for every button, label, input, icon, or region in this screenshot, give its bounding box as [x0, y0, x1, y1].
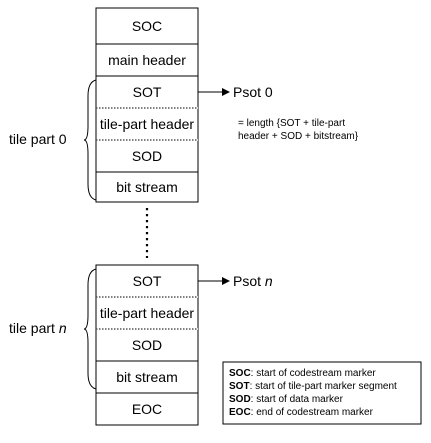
psotn-label-text: Psot: [233, 273, 265, 289]
tilen-label: tile part n: [9, 320, 67, 336]
legend-key-eoc: EOC: [229, 407, 251, 418]
tilen-sot-box: [95, 264, 199, 298]
tilen-header-label: tile-part header: [100, 305, 195, 321]
tilen-label-text: tile part: [9, 320, 59, 336]
psotn-label-var: n: [265, 273, 273, 289]
legend-key-soc: SOC: [229, 368, 251, 379]
tile0-header-box: [95, 107, 199, 141]
main-header-label: main header: [108, 52, 186, 68]
psot0-label: Psot 0: [233, 84, 273, 100]
legend-row-sot: SOT: start of tile-part marker segment: [229, 381, 397, 392]
tilen-sod-label: SOD: [132, 337, 162, 353]
legend-key-sot: SOT: [229, 381, 250, 392]
legend-row-soc: SOC: start of codestream marker: [229, 368, 376, 379]
soc-label: SOC: [132, 18, 162, 34]
tile0-label: tile part 0: [9, 131, 67, 147]
legend-desc-soc: : start of codestream marker: [251, 368, 377, 379]
legend-row-eoc: EOC: end of codestream marker: [229, 407, 374, 418]
psot-note-line2: header + SOD + bitstream}: [238, 131, 359, 142]
legend-desc-sod: : start of data marker: [251, 394, 344, 405]
legend-row-sod: SOD: start of data marker: [229, 394, 344, 405]
soc-box: [95, 7, 199, 45]
legend-desc-eoc: : end of codestream marker: [251, 407, 374, 418]
bottom-stack: SOT tile-part header SOD bit stream EOC: [95, 264, 199, 426]
tile0-header-label: tile-part header: [100, 116, 195, 132]
tilen-brace: [83, 268, 97, 390]
legend-key-sod: SOD: [229, 394, 251, 405]
tile0-bitstream-label: bit stream: [116, 179, 177, 195]
legend-box: [222, 361, 422, 425]
tilen-label-var: n: [59, 320, 67, 336]
tile0-sot-box: [95, 75, 199, 109]
tile0-brace: [83, 79, 97, 201]
main-header-box: [95, 43, 199, 77]
tile0-bitstream-box: [95, 171, 199, 203]
eoc-box: [95, 392, 199, 426]
tile0-sot-label: SOT: [133, 84, 162, 100]
legend-desc-sot: : start of tile-part marker segment: [250, 381, 397, 392]
psot-note-line1: = length {SOT + tile-part: [238, 118, 345, 129]
tilen-bitstream-label: bit stream: [116, 369, 177, 385]
eoc-label: EOC: [132, 401, 162, 417]
top-stack: SOC main header SOT tile-part header SOD…: [95, 7, 199, 203]
tilen-sot-label: SOT: [133, 273, 162, 289]
tilen-bitstream-box: [95, 360, 199, 394]
tile0-sod-label: SOD: [132, 148, 162, 164]
psotn-label: Psot n: [233, 273, 273, 289]
